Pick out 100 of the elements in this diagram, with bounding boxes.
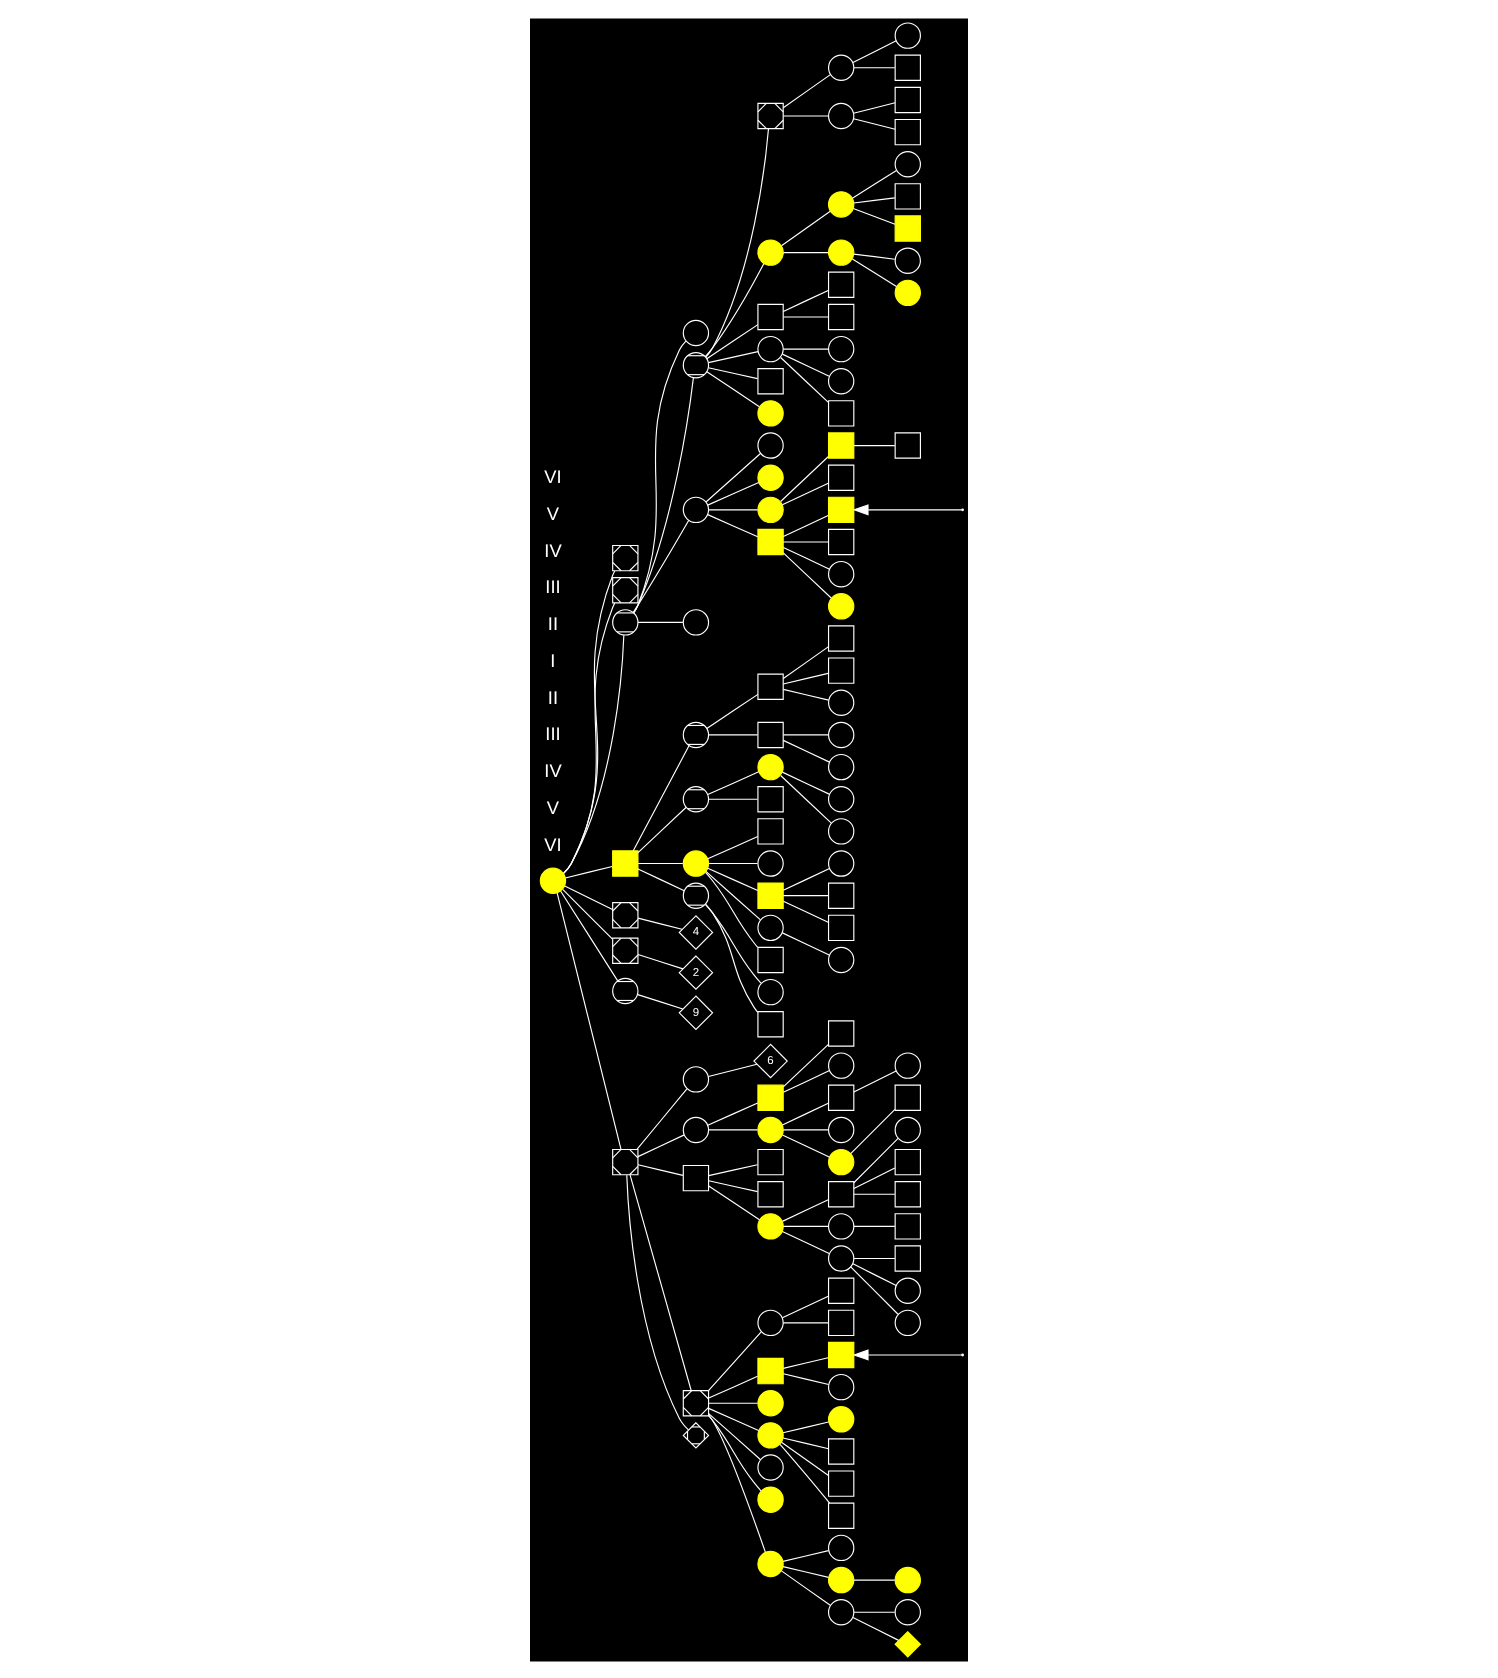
node-circle — [827, 559, 855, 587]
connector — [708, 861, 759, 864]
label: I — [550, 649, 556, 670]
connector — [629, 1173, 692, 1391]
node-box — [757, 1147, 784, 1175]
connector — [782, 347, 829, 349]
connector — [782, 73, 831, 108]
node-box — [827, 1469, 855, 1496]
connector — [707, 866, 759, 891]
arrow — [852, 503, 963, 515]
connector — [850, 1107, 896, 1154]
connector — [708, 1184, 761, 1220]
node-circle — [757, 913, 784, 941]
node-box — [757, 527, 784, 555]
connector — [782, 540, 829, 542]
connector — [632, 744, 690, 851]
node-circle — [757, 1421, 784, 1448]
node-circle — [757, 463, 784, 490]
connector — [637, 867, 685, 891]
node-circle — [757, 431, 784, 458]
connector — [781, 1294, 829, 1318]
node-box — [827, 1276, 855, 1303]
connector — [780, 355, 829, 402]
node-circle — [827, 785, 855, 812]
connector — [782, 1128, 829, 1130]
connector — [636, 1087, 688, 1149]
connector — [853, 1224, 896, 1226]
node-circle — [827, 1372, 855, 1400]
node-box — [827, 1019, 855, 1046]
node-circle — [757, 1115, 784, 1143]
connector — [780, 455, 829, 502]
connector — [782, 1436, 830, 1449]
node-box — [827, 656, 855, 683]
label: III — [545, 723, 561, 744]
node-box — [894, 1244, 921, 1271]
connector — [781, 1133, 830, 1157]
connector — [705, 451, 762, 502]
connector — [781, 1198, 829, 1221]
node-circle — [827, 1212, 855, 1239]
connector — [708, 1406, 760, 1431]
node-circle — [757, 1389, 784, 1416]
connector — [708, 1179, 759, 1192]
connector — [850, 1265, 899, 1314]
connector — [708, 797, 759, 799]
node-circle — [757, 1308, 784, 1336]
connector — [556, 891, 622, 1149]
connector — [705, 869, 762, 920]
node-box — [827, 913, 855, 941]
connector — [708, 1163, 759, 1176]
node-box — [827, 1340, 855, 1368]
node-box — [894, 53, 921, 80]
node-circle — [827, 720, 855, 748]
node-circle — [757, 334, 784, 362]
connector — [637, 1163, 684, 1175]
node-circle — [827, 1115, 855, 1143]
label: VI — [544, 466, 562, 487]
node-circle — [757, 1485, 784, 1512]
node-circle — [757, 1453, 784, 1480]
node-box — [894, 117, 921, 145]
connector — [781, 481, 829, 505]
node-box — [827, 1437, 855, 1464]
connector — [782, 251, 829, 253]
connector — [852, 1615, 900, 1640]
connector — [637, 861, 684, 864]
node-circle — [827, 817, 855, 844]
node-circle — [894, 1308, 921, 1336]
node-circle — [827, 238, 855, 265]
connector — [782, 545, 831, 569]
connector — [633, 339, 687, 613]
connector — [782, 315, 829, 317]
connector — [851, 169, 898, 198]
node-circle — [757, 238, 784, 265]
connector — [853, 66, 896, 68]
label: V — [546, 502, 560, 523]
connector — [853, 252, 896, 259]
node-box — [894, 182, 921, 209]
node-box — [757, 785, 784, 812]
node-circle — [757, 752, 784, 780]
node-circle — [894, 1565, 921, 1593]
label: II — [547, 686, 559, 707]
connector — [564, 884, 614, 910]
connector — [781, 1101, 829, 1125]
node-circle — [682, 318, 710, 346]
node-circle — [827, 1533, 855, 1561]
connector — [852, 206, 896, 224]
connector — [852, 39, 897, 63]
connector — [782, 894, 829, 896]
node-circle — [827, 592, 855, 619]
node-box — [894, 1180, 921, 1207]
node-circle — [894, 278, 921, 306]
connector — [853, 1610, 896, 1612]
connector — [637, 993, 684, 1009]
node-circle — [757, 977, 784, 1005]
node-circle — [827, 334, 855, 362]
node-circle — [894, 21, 921, 48]
connector — [782, 551, 832, 598]
connector — [708, 733, 759, 735]
connector — [632, 518, 690, 612]
node-box — [827, 399, 855, 426]
node-box — [827, 431, 855, 458]
